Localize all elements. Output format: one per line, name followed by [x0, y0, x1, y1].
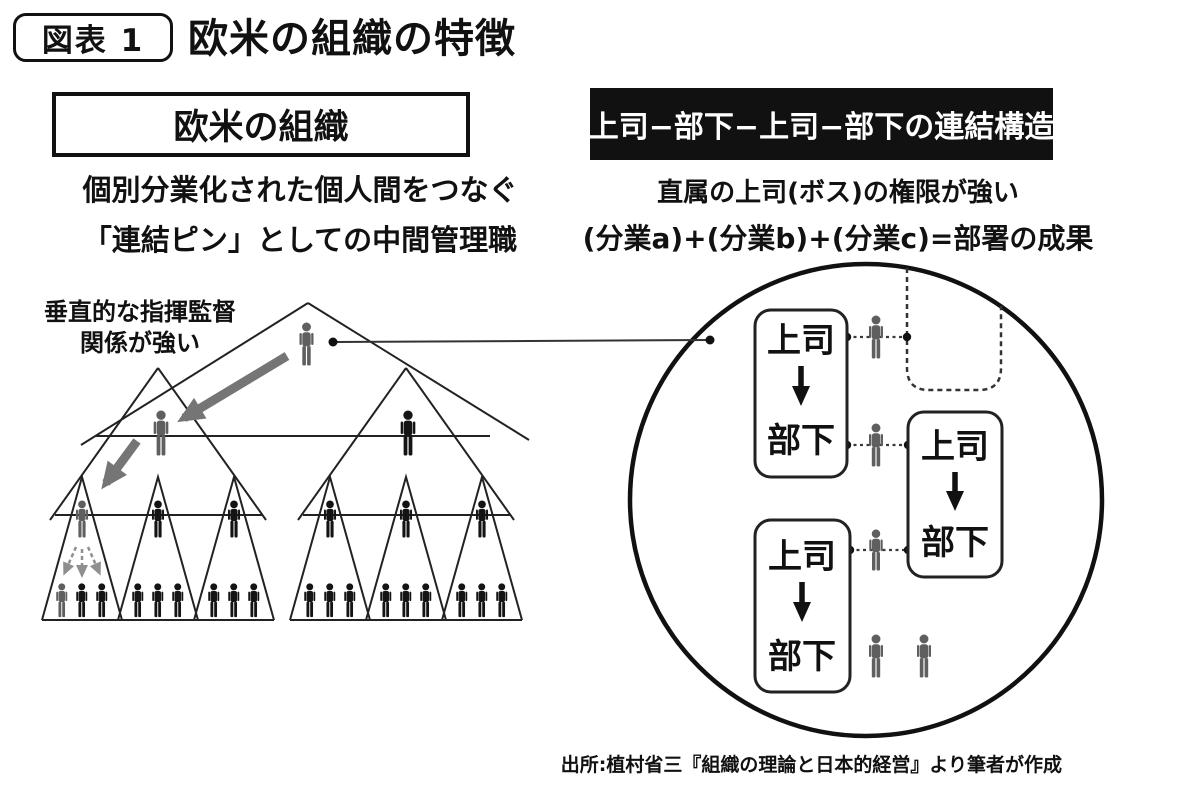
- right-panel-header-box: 上司−部下−上司−部下の連結構造: [588, 88, 1055, 160]
- person-icon: [152, 583, 164, 618]
- connector-dot: [902, 332, 912, 342]
- command-arrows: [101, 352, 290, 490]
- person-icon: [56, 583, 68, 618]
- person-icon: [400, 410, 416, 456]
- person-icon: [227, 500, 241, 538]
- diagonal-command-arrow-icon: [101, 438, 141, 490]
- person-icon: [456, 583, 468, 618]
- figure-title: 欧米の組織の特徴: [188, 16, 516, 62]
- linking-pin-emphasis: 「連結ピン」: [82, 222, 257, 257]
- person-icon: [400, 583, 412, 618]
- mid-right-triangle-right-side: [405, 367, 515, 521]
- diagonal-command-arrow-icon: [177, 352, 290, 423]
- mid-left-triangle-left-side: [49, 367, 159, 521]
- annotation-line1: 垂直的な指揮監督: [44, 298, 236, 326]
- small-triangle-6: [441, 473, 523, 621]
- subordinate-label-1: 部下: [767, 421, 835, 461]
- left-description-line1: 個別分業化された個人間をつなぐ: [82, 173, 518, 207]
- dashed-arrow-icon: [63, 546, 78, 576]
- person-icon: [96, 583, 108, 618]
- person-icon: [420, 583, 432, 618]
- boss-label-2: 上司: [921, 427, 989, 467]
- person-icon: [496, 583, 508, 618]
- person-icon: [399, 500, 413, 538]
- small-triangle-5: [365, 473, 447, 621]
- big-triangle-right-side: [307, 302, 530, 441]
- person-icon: [380, 583, 392, 618]
- person-icon: [153, 410, 169, 456]
- mid-left-triangle-right-side: [157, 367, 267, 521]
- person-icon: [299, 322, 314, 366]
- figure-tag-label: 図表 1: [41, 23, 145, 59]
- person-icon: [228, 583, 240, 618]
- person-icon: [324, 583, 336, 618]
- vertical-command-annotation: 垂直的な指揮監督 関係が強い: [28, 297, 252, 359]
- subordinate-label-2: 部下: [921, 523, 989, 563]
- right-panel-header-label: 上司−部下−上司−部下の連結構造: [588, 110, 1055, 145]
- dashed-arrow-icon: [86, 546, 101, 576]
- person-icon: [132, 583, 144, 618]
- person-icon: [208, 583, 220, 618]
- person-icon: [75, 500, 89, 538]
- big-triangle-left-side: [80, 302, 309, 446]
- detail-circle: [627, 261, 1105, 739]
- source-citation: 出所:植村省三『組織の理論と日本的経営』より筆者が作成: [560, 754, 1062, 776]
- person-icon: [476, 583, 488, 618]
- person-icon: [172, 583, 184, 618]
- right-description-line1: 直属の上司(ボス)の権限が強い: [657, 178, 1019, 208]
- right-description-line2: (分業a)+(分業b)+(分業c)=部署の成果: [582, 222, 1094, 255]
- person-icon: [323, 500, 337, 538]
- left-panel-description: 個別分業化された個人間をつなぐ 「連結ピン」としての中間管理職: [20, 166, 580, 266]
- left-panel-header-box: 欧米の組織: [52, 92, 470, 157]
- person-icon: [344, 583, 356, 618]
- person-icon: [248, 583, 260, 618]
- boss-subordinate-labels: 上司 部下 上司 部下 上司 部下: [767, 321, 989, 677]
- right-panel-description: 直属の上司(ボス)の権限が強い (分業a)+(分業b)+(分業c)=部署の成果: [568, 172, 1108, 257]
- left-panel-header-label: 欧米の組織: [173, 108, 349, 148]
- small-triangle-1: [41, 473, 123, 621]
- boss-to-subordinate-arrows: [792, 366, 964, 622]
- ghost-pair-box: [905, 268, 1003, 392]
- pointer-line: [332, 339, 711, 343]
- annotation-line2: 関係が強い: [80, 329, 200, 358]
- person-icon: [151, 500, 165, 538]
- left-description-line2-rest: としての中間管理職: [256, 222, 518, 257]
- small-triangle-4: [289, 473, 371, 621]
- mid-right-triangle-left-side: [297, 367, 407, 521]
- pointer-dot-left: [328, 337, 338, 347]
- dashed-supervision-arrows: [63, 546, 101, 578]
- figure-tag-box: 図表 1: [13, 13, 173, 62]
- linking-pin-triangle-diagram: [41, 302, 530, 621]
- small-triangle-2: [117, 473, 199, 621]
- pointer-dot-right: [705, 335, 715, 345]
- boss-label-1: 上司: [767, 321, 835, 361]
- left-description-line2: 「連結ピン」としての中間管理職: [20, 216, 580, 266]
- person-icon: [475, 500, 489, 538]
- person-icon: [76, 583, 88, 618]
- zoom-pointer-line: [328, 335, 715, 347]
- person-icon: [304, 583, 316, 618]
- small-triangle-3: [193, 473, 275, 621]
- subordinate-label-3: 部下: [768, 637, 836, 677]
- boss-label-3: 上司: [768, 537, 836, 577]
